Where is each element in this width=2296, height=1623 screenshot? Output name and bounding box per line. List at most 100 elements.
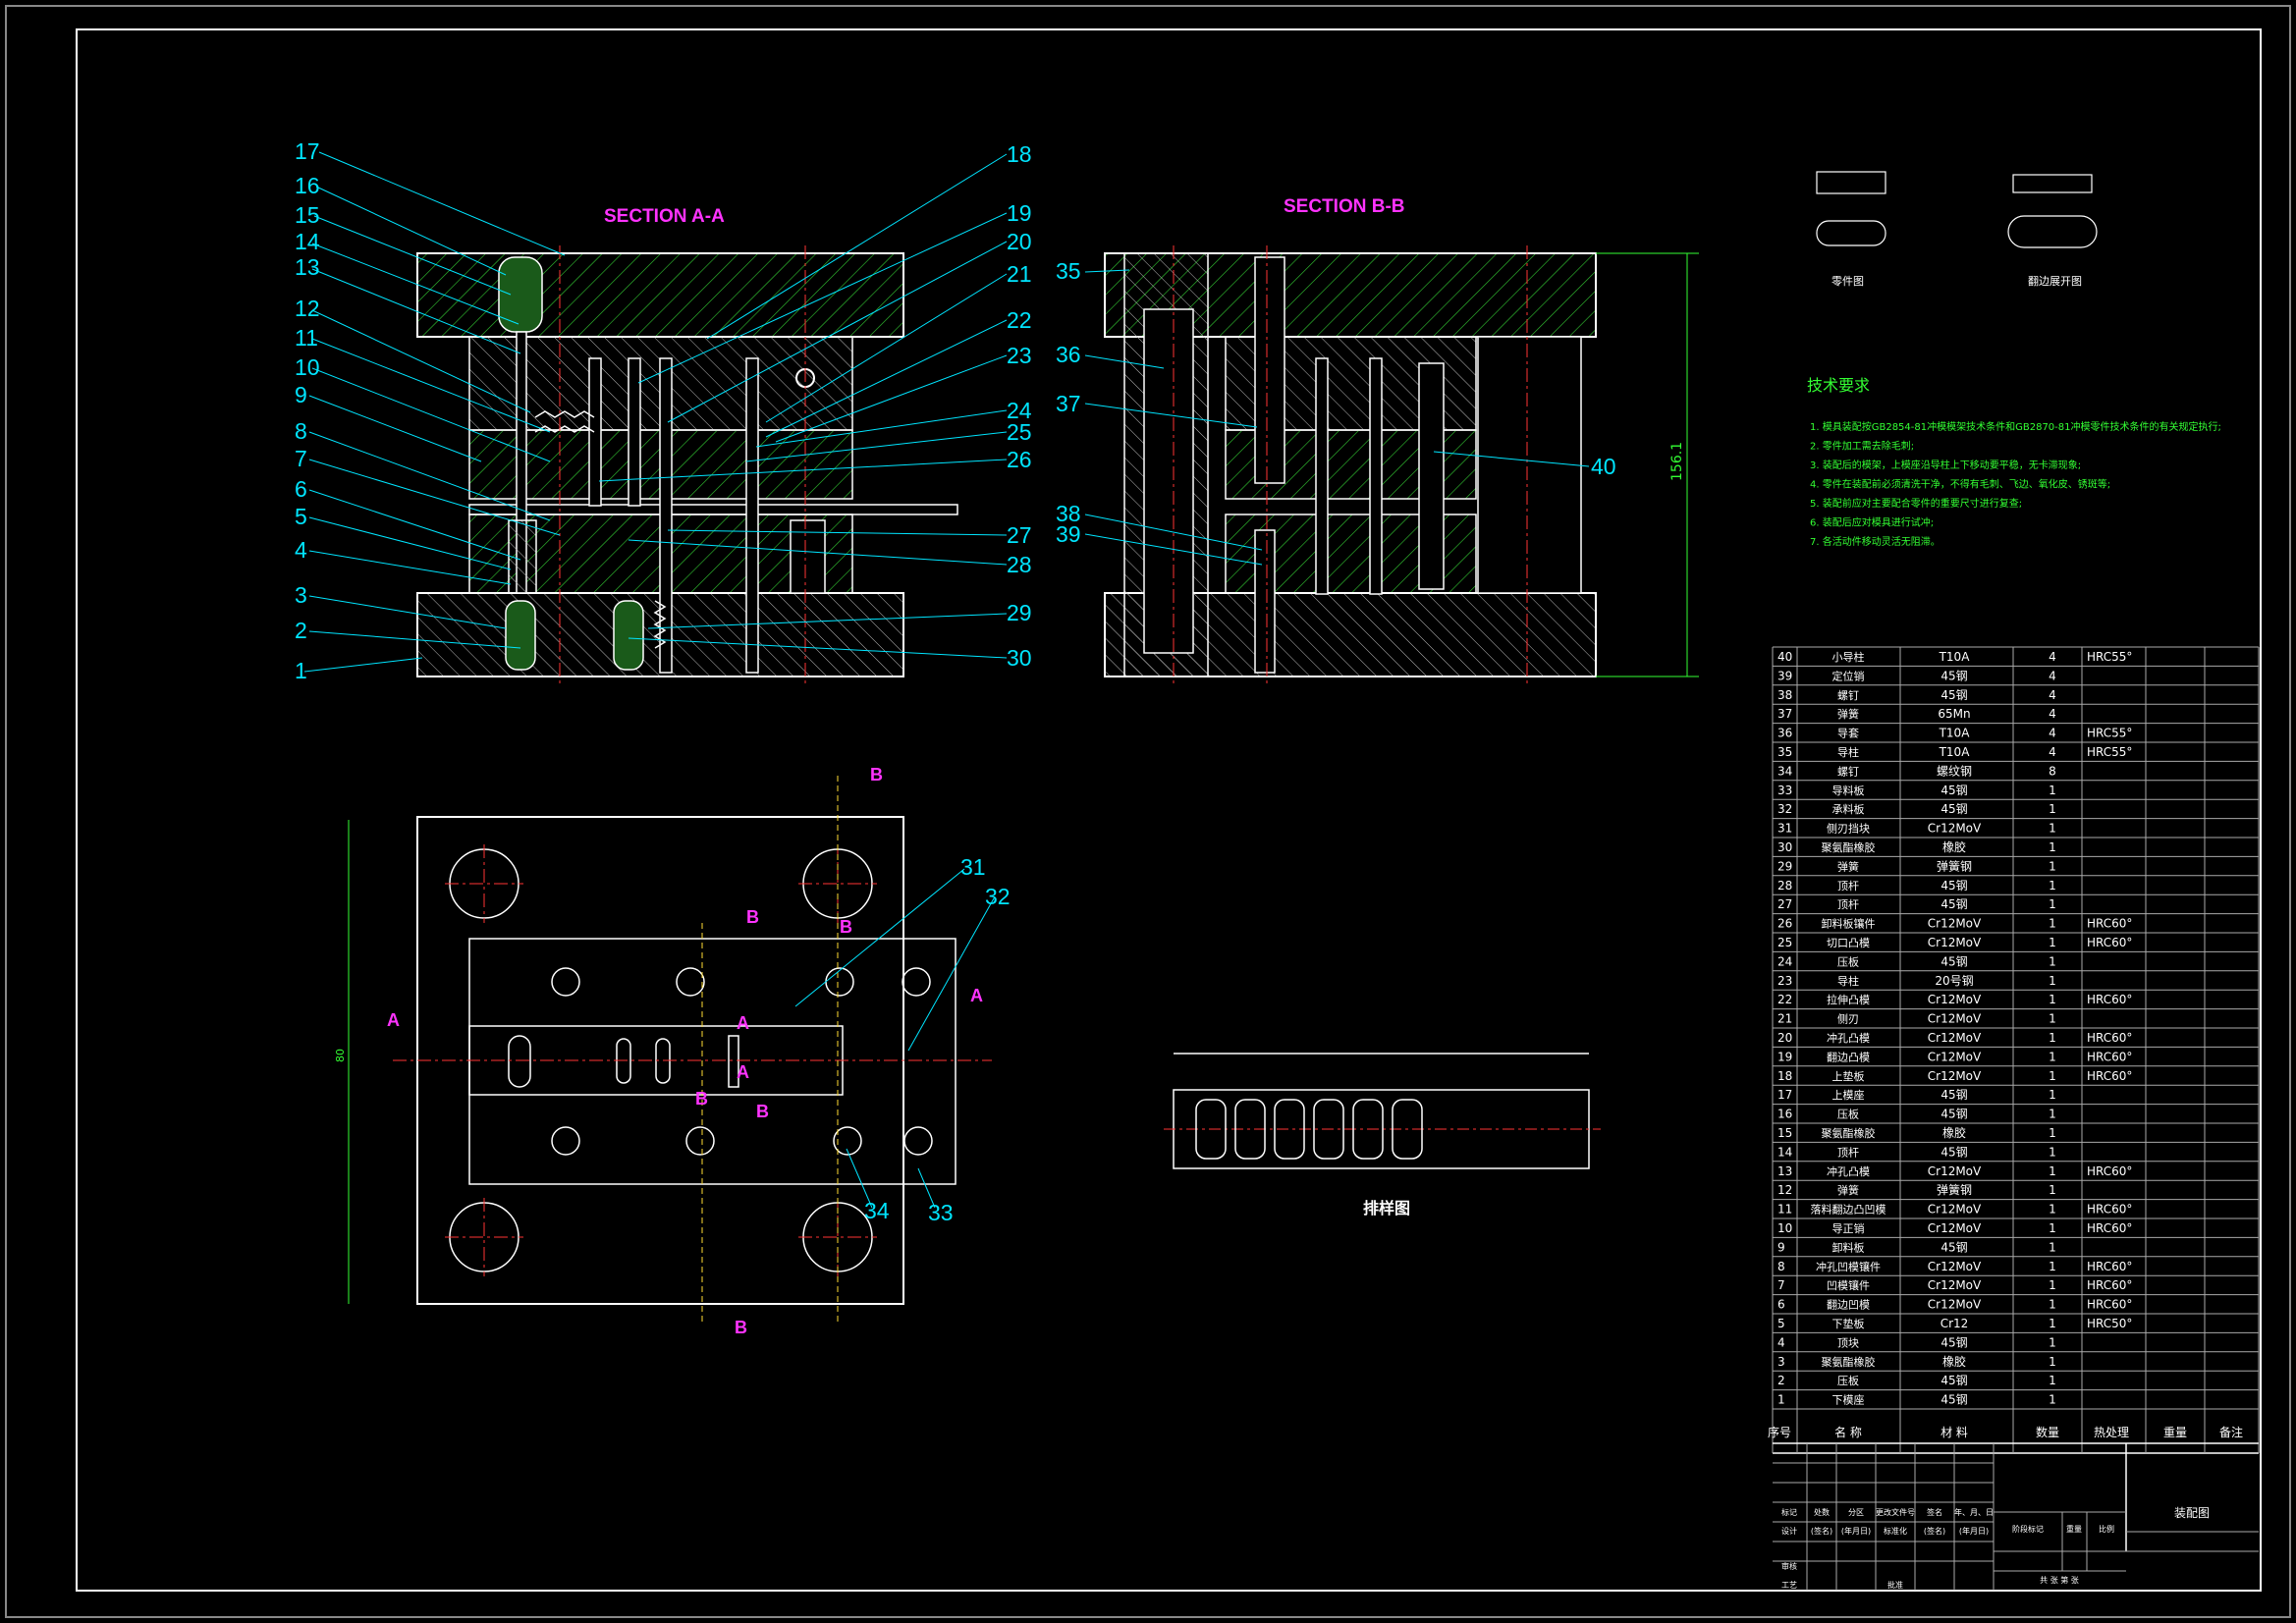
bom-heat-treatment: HRC60° [2087,1278,2132,1292]
bom-index: 3 [1777,1355,1785,1369]
inner-frame [76,28,2262,1592]
bom-index: 15 [1777,1126,1792,1140]
bom-index: 34 [1777,764,1792,778]
part-number-30: 30 [1007,645,1032,671]
bom-quantity: 1 [2049,1355,2056,1369]
drawing-name: 装配图 [2174,1506,2210,1520]
bom-part-name: 冲孔凸模 [1827,1031,1870,1045]
bom-quantity: 4 [2049,707,2056,721]
bom-index: 1 [1777,1393,1785,1407]
bom-index: 20 [1777,1031,1792,1045]
part-number-11: 11 [295,325,318,351]
strip-layout-title: 排样图 [1363,1199,1410,1217]
bom-index: 17 [1777,1088,1792,1102]
tech-requirements: 技术要求 [1807,376,1870,395]
part-number-1: 1 [295,658,307,683]
bom-material: 45钢 [1941,1088,1967,1102]
bom-quantity: 8 [2049,764,2056,778]
bom-part-name: 弹簧 [1837,859,1859,873]
bom-index: 35 [1777,745,1792,759]
bom-quantity: 1 [2049,1088,2056,1102]
bom-material: 45钢 [1941,802,1967,816]
part-number-22: 22 [1007,307,1032,333]
bom-material: 45钢 [1941,954,1967,968]
bom-index: 24 [1777,954,1792,968]
bom-material: 45钢 [1941,1145,1967,1159]
bom-index: 19 [1777,1050,1792,1063]
tech-item: 5. 装配前应对主要配合零件的重要尺寸进行复查; [1810,497,2022,510]
bom-quantity: 1 [2049,1240,2056,1254]
bom-index: 10 [1777,1221,1792,1235]
bom-index: 14 [1777,1145,1792,1159]
bom-quantity: 1 [2049,1145,2056,1159]
part-number-27: 27 [1007,522,1032,548]
bom-index: 37 [1777,707,1792,721]
bom-part-name: 顶杆 [1837,879,1859,893]
part-number-6: 6 [295,476,307,502]
bom-quantity: 4 [2049,727,2056,740]
bom-material: 45钢 [1941,1374,1967,1387]
outer-frame [5,5,2291,1618]
bom-material: T10A [1939,727,1971,740]
bom-index: 31 [1777,822,1792,836]
bom-heat-treatment: HRC55° [2087,727,2132,740]
bom-index: 23 [1777,974,1792,988]
bom-part-name: 顶杆 [1837,897,1859,911]
cut-letter-a-left: A [387,1010,400,1030]
part-number-23: 23 [1007,343,1032,368]
bom-quantity: 1 [2049,936,2056,949]
bom-material: 橡胶 [1942,1125,1966,1140]
bom-heat-treatment: HRC60° [2087,1069,2132,1083]
title-block: 装配图标记处数分区更改文件号签名年、月、日设计(签名)(年月日)标准化(签名)(… [1773,1442,2259,1591]
bom-quantity: 1 [2049,897,2056,911]
bom-quantity: 1 [2049,1012,2056,1026]
bom-quantity: 4 [2049,745,2056,759]
section-aa-title: SECTION A-A [604,206,725,227]
bom-index: 4 [1777,1335,1785,1349]
bom-part-name: 顶块 [1837,1336,1859,1349]
bom-part-name: 聚氨酯橡胶 [1822,1126,1876,1140]
blank-view-title: 翻边展开图 [2028,274,2082,288]
tech-item: 7. 各活动件移动灵活无阻滞。 [1810,535,1941,548]
part-view-title: 零件图 [1831,275,1864,288]
bom-part-name: 压板 [1837,1108,1859,1121]
part-number-12: 12 [295,296,320,321]
bom-quantity: 1 [2049,1031,2056,1045]
bom-header-cell: 备注 [2219,1425,2243,1439]
bom-quantity: 1 [2049,859,2056,873]
bom-material: Cr12MoV [1928,822,1982,836]
bom-heat-treatment: HRC60° [2087,1203,2132,1217]
part-number-35: 35 [1056,258,1081,284]
tech-item: 6. 装配后应对模具进行试冲; [1810,516,1934,529]
bom-part-name: 切口凸模 [1827,937,1870,949]
bom-quantity: 1 [2049,879,2056,893]
bom-part-name: 卸料板镶件 [1822,917,1876,931]
tech-item: 1. 模具装配按GB2854-81冲模模架技术条件和GB2870-81冲模零件技… [1810,420,2221,433]
bom-heat-treatment: HRC60° [2087,1050,2132,1063]
section-bb: SECTION B-B 156.1 [1084,196,1699,687]
part-number-19: 19 [1007,200,1032,226]
bom-quantity: 1 [2049,822,2056,836]
bom-quantity: 1 [2049,1317,2056,1330]
bom-index: 40 [1777,650,1792,664]
part-number-33: 33 [928,1200,954,1225]
part-number-21: 21 [1007,261,1032,287]
bom-index: 21 [1777,1012,1792,1026]
bom-index: 36 [1777,727,1792,740]
part-number-20: 20 [1007,229,1032,254]
bom-material: 45钢 [1941,1335,1967,1349]
bom-material: Cr12MoV [1928,936,1982,949]
cut-letter-a-mid1: A [737,1013,749,1033]
part-number-5: 5 [295,504,307,529]
bom-material: Cr12MoV [1928,1260,1982,1273]
bom-part-name: 上模座 [1832,1088,1865,1102]
bom-material: Cr12MoV [1928,1298,1982,1312]
bom-material: T10A [1939,745,1971,759]
bom-quantity: 4 [2049,688,2056,702]
bom-index: 39 [1777,669,1792,682]
part-number-29: 29 [1007,600,1032,625]
